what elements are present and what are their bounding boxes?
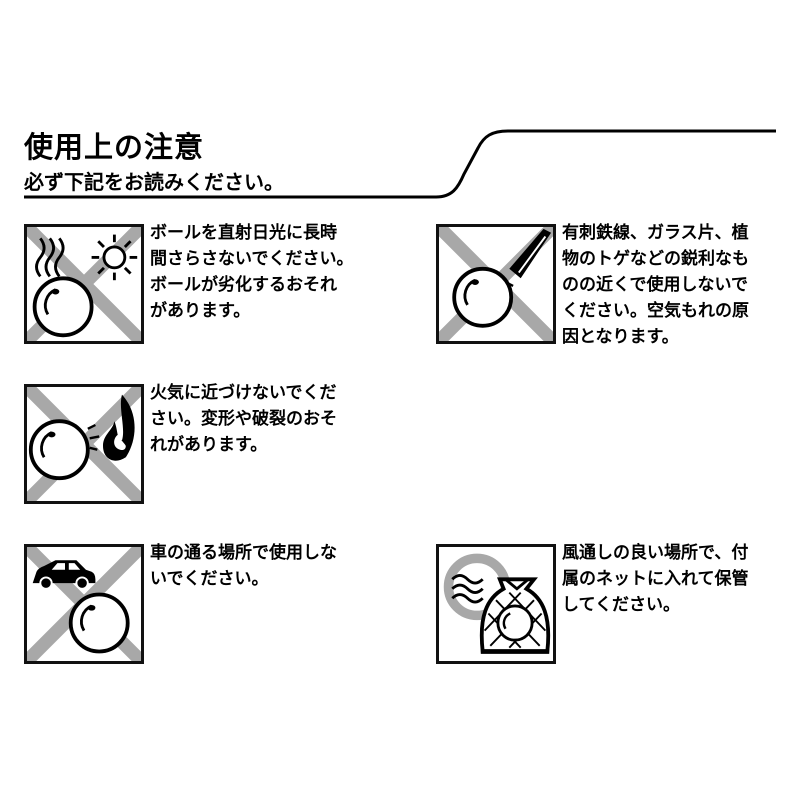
ball-sunlight-prohibited-icon [24, 224, 144, 344]
ball-in-net-ventilated-storage-icon [436, 544, 556, 664]
warning-text: ボールを直射日光に長時 間さらさないでください。 ボールが劣化するおそれ があり… [150, 223, 354, 321]
warning-text: 有刺鉄線、ガラス片、植 物のトゲなどの鋭利なも のの近くで使用しないで ください… [562, 223, 749, 347]
warning-text: 風通しの良い場所で、付 属のネットに入れて保管 してください。 [562, 543, 749, 615]
ball-fire-prohibited-icon [24, 384, 144, 504]
warning-text: 車の通る場所で使用しな いでください。 [150, 543, 337, 589]
ball-sharp-objects-prohibited-icon [436, 224, 556, 344]
ball-road-car-prohibited-icon [24, 544, 144, 664]
page-title: 使用上の注意 [24, 130, 205, 164]
page-subtitle: 必ず下記をお読みください。 [24, 170, 284, 194]
warning-text: 火気に近づけないでくだ さい。変形や破裂のおそ れがあります。 [150, 383, 337, 455]
